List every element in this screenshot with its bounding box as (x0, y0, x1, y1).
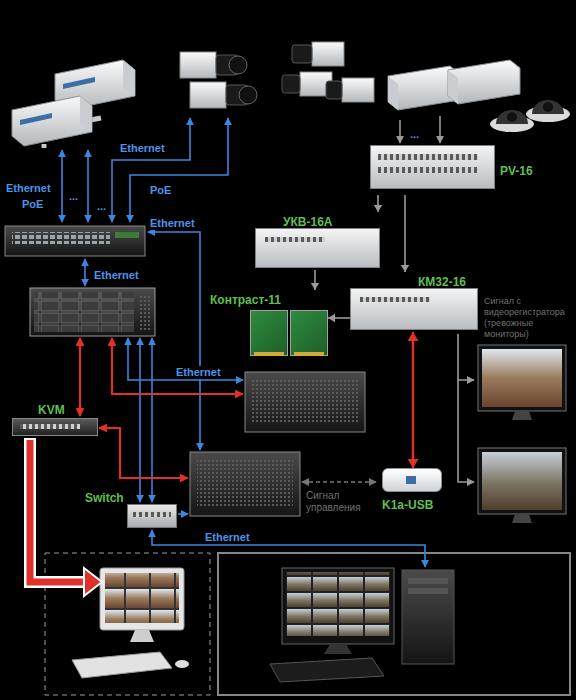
device-body (250, 310, 288, 356)
device-label: Контраст-11 (210, 293, 281, 307)
arrowhead (311, 283, 319, 290)
device-node: KVM (10, 400, 100, 440)
device-node: Контраст-11 (210, 290, 328, 370)
label-holder: Ethernet (4, 178, 53, 196)
arrowhead (408, 459, 419, 468)
signal-label: PoE (20, 198, 45, 211)
connector (328, 314, 350, 322)
device-label: PV-16 (500, 164, 533, 178)
device-label: Switch (85, 491, 124, 505)
arrowhead (401, 265, 409, 272)
device-body (406, 476, 416, 484)
device-body (20, 424, 80, 429)
connector (311, 270, 319, 290)
device-body (265, 237, 325, 242)
signal-label: Ethernet (92, 269, 141, 282)
label-holder: Ethernet (118, 138, 167, 156)
device-body (133, 512, 171, 517)
signal-label: Ethernet (4, 182, 53, 195)
device-body (254, 352, 284, 356)
note-text: Сигнал управления (306, 490, 378, 514)
connector (374, 195, 382, 212)
device-body (255, 228, 380, 268)
device-body (378, 167, 478, 173)
label-holder: Сигнал управления (306, 490, 378, 515)
label-holder: Ethernet (203, 527, 252, 545)
label-holder: ... (97, 196, 106, 214)
device-label: K1a-USB (382, 498, 433, 512)
device-node: Switch (85, 488, 180, 530)
label-holder: Сигнал с видеорегистратора (тревожные мо… (484, 296, 572, 341)
arrowhead (408, 332, 419, 341)
note-text: Сигнал с видеорегистратора (тревожные мо… (484, 296, 572, 340)
label-holder: Ethernet (92, 265, 141, 283)
device-body (290, 310, 328, 356)
connector-line (404, 195, 406, 272)
signal-label: Ethernet (148, 217, 197, 230)
device-node: КМ32-16 (350, 272, 480, 332)
device-body (294, 352, 324, 356)
device-body (350, 288, 478, 330)
signal-label: PoE (148, 184, 173, 197)
connector (401, 195, 409, 272)
label-holder: Ethernet (174, 362, 223, 380)
connector (408, 332, 419, 468)
device-label: КМ32-16 (418, 275, 466, 289)
arrowhead (374, 205, 382, 212)
device-node: K1a-USB (378, 468, 448, 513)
signal-label: Ethernet (118, 142, 167, 155)
ellipsis-mark: ... (69, 191, 78, 202)
signal-label: Ethernet (203, 531, 252, 544)
device-label: KVM (38, 403, 65, 417)
label-holder: Ethernet (148, 213, 197, 231)
device-node: УКВ-16А (255, 212, 385, 270)
connector-line (412, 332, 414, 468)
label-holder: PoE (20, 194, 45, 212)
arrowhead (328, 314, 335, 322)
label-holder: ... (410, 124, 419, 142)
ellipsis-mark: ... (410, 129, 419, 140)
device-body (378, 154, 478, 160)
signal-label: Ethernet (174, 366, 223, 379)
device-node: PV-16 (370, 145, 540, 195)
label-holder: PoE (148, 180, 173, 198)
device-body (360, 297, 430, 302)
label-holder: ... (69, 186, 78, 204)
ellipsis-mark: ... (97, 201, 106, 212)
device-label: УКВ-16А (283, 215, 332, 229)
